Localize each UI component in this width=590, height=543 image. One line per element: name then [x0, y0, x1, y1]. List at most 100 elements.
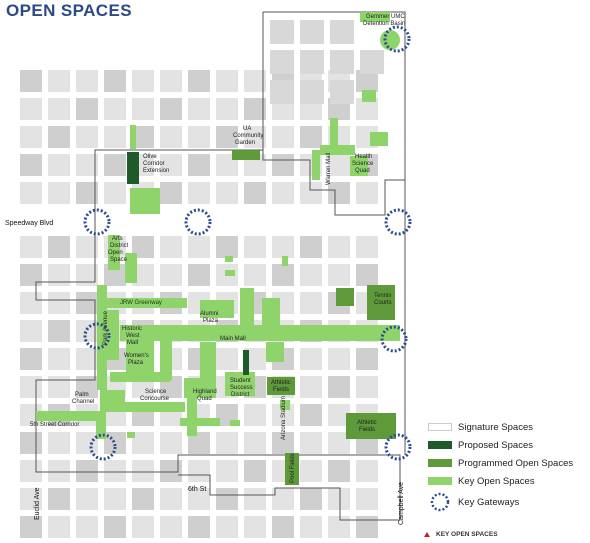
svg-text:Fields: Fields: [359, 427, 375, 433]
svg-text:Plaza: Plaza: [128, 360, 144, 366]
building-block: [300, 348, 322, 370]
building-block: [272, 264, 294, 286]
proposed-spaces: [127, 152, 249, 375]
building-block: [132, 126, 154, 148]
svg-text:Fields: Fields: [273, 387, 289, 393]
building-block: [160, 236, 182, 258]
legend-proposed: Proposed Spaces: [428, 436, 588, 454]
building-block: [20, 292, 42, 314]
building-block: [216, 70, 238, 92]
svg-text:Highland: Highland: [193, 389, 217, 395]
building-block: [160, 154, 182, 176]
svg-text:Arts: Arts: [112, 236, 123, 242]
building-block: [132, 488, 154, 510]
building-block: [20, 70, 42, 92]
building-block: [76, 154, 98, 176]
building-block: [104, 460, 126, 482]
gateway-southeast: [384, 433, 412, 461]
triangle-icon: [424, 532, 430, 537]
building-block: [300, 80, 324, 104]
building-block: [300, 264, 322, 286]
building-block: [76, 70, 98, 92]
svg-text:Health: Health: [355, 154, 372, 160]
footer: KEY OPEN SPACES: [424, 531, 498, 538]
svg-text:Mall: Mall: [127, 340, 138, 346]
building-block: [188, 460, 210, 482]
building-block: [48, 292, 70, 314]
building-block: [48, 348, 70, 370]
svg-text:Women's: Women's: [124, 353, 149, 359]
svg-text:Science: Science: [145, 389, 167, 395]
building-block: [356, 516, 378, 538]
proposed-swatch: [428, 441, 452, 449]
gateway-north: [383, 25, 411, 53]
building-block: [244, 404, 266, 426]
legend-signature: Signature Spaces: [428, 418, 588, 436]
building-block: [20, 488, 42, 510]
svg-text:Courts: Courts: [374, 300, 392, 306]
legend-programmed: Programmed Open Spaces: [428, 454, 588, 472]
building-block: [188, 70, 210, 92]
building-block: [48, 320, 70, 342]
svg-text:Arizona Stadium: Arizona Stadium: [281, 396, 287, 440]
building-block: [48, 264, 70, 286]
building-block: [328, 236, 350, 258]
svg-text:Speedway Blvd: Speedway Blvd: [5, 220, 53, 227]
svg-text:JRW Greenway: JRW Greenway: [120, 300, 162, 306]
gateway-swatch-icon: [428, 492, 452, 512]
building-block: [132, 432, 154, 454]
gateway-speedway-mid: [184, 208, 212, 236]
building-block: [20, 516, 42, 538]
svg-text:District: District: [231, 392, 250, 398]
building-block: [244, 432, 266, 454]
building-block: [244, 236, 266, 258]
campus-boundary: [35, 11, 406, 521]
svg-text:Concourse: Concourse: [140, 396, 170, 402]
building-block: [76, 292, 98, 314]
svg-text:Campbell Ave: Campbell Ave: [398, 482, 405, 525]
svg-text:6th St: 6th St: [188, 486, 206, 493]
building-block: [48, 376, 70, 398]
building-block: [244, 98, 266, 120]
svg-text:Palm: Palm: [75, 392, 89, 398]
gateway-west-mall: [83, 322, 111, 350]
svg-text:Quad: Quad: [197, 396, 212, 402]
building-block: [244, 516, 266, 538]
building-block: [20, 126, 42, 148]
svg-text:Gemmer UMC: Gemmer UMC: [366, 14, 405, 20]
building-block: [132, 70, 154, 92]
building-block: [132, 264, 154, 286]
building-block: [188, 236, 210, 258]
legend-key: Key Open Spaces: [428, 472, 588, 490]
building-block: [300, 236, 322, 258]
building-block: [160, 432, 182, 454]
building-block: [272, 432, 294, 454]
building-block: [328, 264, 350, 286]
building-block: [330, 50, 354, 74]
building-block: [76, 320, 98, 342]
key-open-spaces: [36, 12, 400, 439]
gateway-southwest: [89, 433, 117, 461]
building-block: [356, 376, 378, 398]
svg-text:UA: UA: [243, 126, 251, 132]
street-labels: Speedway Blvd 6th St Euclid Ave Campbell…: [5, 220, 405, 525]
building-block: [244, 264, 266, 286]
building-block: [188, 432, 210, 454]
building-block: [300, 20, 324, 44]
programmed-open-spaces: [232, 150, 396, 485]
building-block: [160, 488, 182, 510]
building-block: [76, 236, 98, 258]
building-block: [160, 70, 182, 92]
svg-text:Park Avenue: Park Avenue: [103, 310, 109, 345]
building-block: [160, 98, 182, 120]
building-block: [48, 154, 70, 176]
building-block: [356, 98, 378, 120]
building-blocks: [20, 20, 384, 538]
svg-text:Olive: Olive: [143, 154, 157, 160]
building-block: [160, 460, 182, 482]
building-block: [20, 154, 42, 176]
building-block: [300, 516, 322, 538]
building-block: [300, 376, 322, 398]
building-block: [76, 264, 98, 286]
